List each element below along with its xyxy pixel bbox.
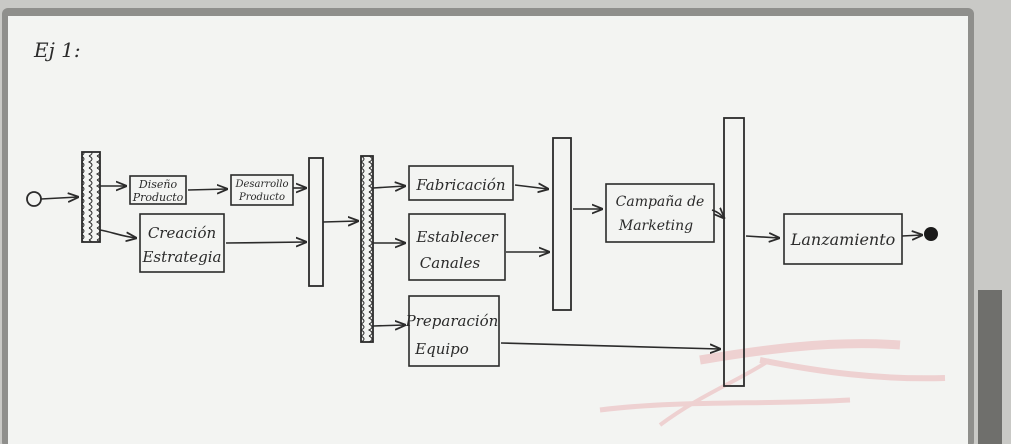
join-bar-2 [552,137,572,311]
node-establecer-canales: Establecer Canales [408,213,506,281]
join-bar-3 [723,117,745,387]
arrow-fork1-to-creacion [99,229,136,238]
preparacion-line2: Equipo [414,340,469,358]
node-creacion-estrategia: Creación Estrategia [139,213,225,273]
arrow-join1-to-fork2 [322,221,358,222]
diseno-line2: Producto [132,191,184,204]
board-surface [8,16,968,444]
node-preparacion-equipo: Preparación Equipo [405,295,500,367]
desarrollo-line1: Desarrollo [234,179,288,190]
campana-line1: Campaña de [616,194,705,210]
node-diseno-producto: Diseño Producto [129,175,187,205]
node-lanzamiento: Lanzamiento [783,213,903,265]
node-desarrollo-producto: Desarrollo Producto [230,174,294,206]
arrow-diseno-to-desarrollo [187,189,227,190]
arrow-fork2-to-fabricacion [372,186,405,188]
fork-bar-1 [81,151,101,243]
node-fabricacion: Fabricación [408,165,514,201]
lanzamiento-line1: Lanzamiento [790,230,896,249]
marker-residue [599,339,946,427]
arrow-creacion-to-join1 [225,242,306,243]
establecer-line1: Establecer [415,228,498,246]
fabricacion-line1: Fabricación [415,176,505,194]
arrow-campana-to-join3 [711,210,724,218]
board-title: Ej 1: [33,38,81,62]
desarrollo-line2: Producto [238,192,285,203]
board-tray [978,290,1002,444]
creacion-line1: Creación [148,224,216,242]
fork-bar-2 [360,155,374,343]
preparacion-line1: Preparación [405,312,499,330]
arrow-lanzamiento-to-end [901,235,922,236]
arrow-fabricacion-to-join2 [514,185,548,189]
end-node-icon [924,227,938,241]
arrow-join3-to-lanzamiento [745,236,779,238]
diseno-line1: Diseño [138,178,178,191]
arrow-fork2-to-preparacion [372,325,405,326]
arrow-preparacion-to-join3 [500,342,720,349]
creacion-line2: Estrategia [141,248,221,266]
arrow-start-to-split [40,197,78,199]
flow-arrows [99,185,922,349]
campana-line2: Marketing [618,218,693,234]
establecer-line2: Canales [420,254,481,272]
